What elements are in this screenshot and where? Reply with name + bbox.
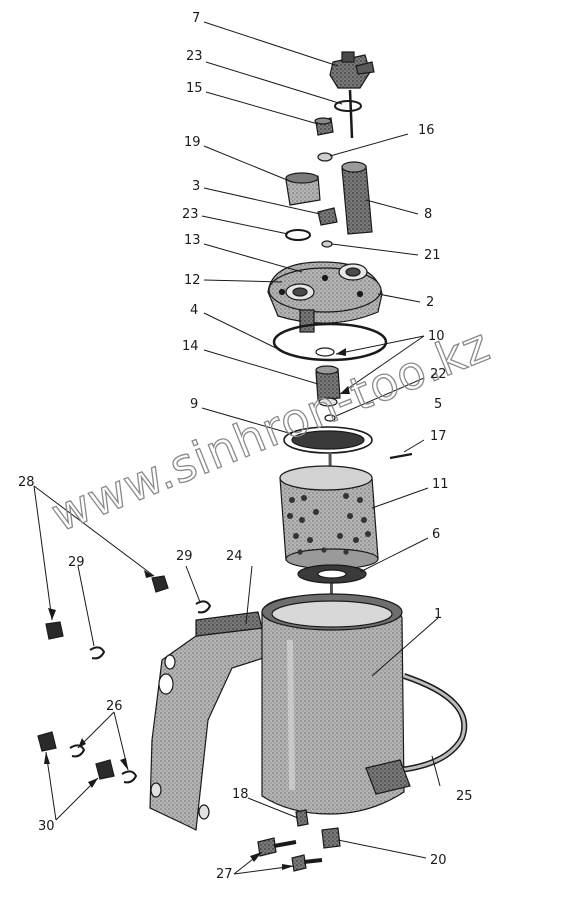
callout-29b: 29 — [68, 555, 85, 570]
callout-17: 17 — [430, 429, 447, 444]
callout-26: 26 — [106, 699, 123, 714]
callout-14: 14 — [182, 339, 199, 354]
callout-19: 19 — [184, 135, 201, 150]
part-plug-18 — [295, 809, 309, 827]
callout-1: 1 — [434, 607, 442, 622]
part-cover-2 — [267, 261, 383, 333]
part-washer-16 — [317, 152, 333, 162]
callout-20: 20 — [430, 853, 447, 868]
callout-22: 22 — [430, 367, 447, 382]
part-nut-30a — [37, 731, 57, 752]
part-cylinder-14 — [315, 365, 341, 407]
callout-4: 4 — [190, 303, 198, 318]
part-washer-26a — [69, 744, 86, 758]
part-tube-8 — [341, 161, 373, 235]
part-valve-head — [329, 51, 375, 89]
callout-18: 18 — [232, 787, 249, 802]
part-filter-element-11 — [279, 465, 379, 570]
part-spring-washer-29a — [195, 600, 212, 614]
part-washer-26b — [121, 770, 138, 784]
callout-24: 24 — [226, 549, 243, 564]
part-ring-22 — [324, 414, 336, 422]
part-nut-30b — [95, 759, 115, 780]
callout-27: 27 — [216, 867, 233, 882]
callout-6: 6 — [432, 527, 440, 542]
part-hose-25 — [365, 673, 468, 795]
callout-16: 16 — [418, 123, 435, 138]
part-nut-3 — [317, 207, 338, 226]
callout-9: 9 — [190, 397, 198, 412]
leader-lines — [33, 21, 441, 875]
part-plate-9 — [283, 426, 373, 454]
part-washer-10 — [315, 347, 335, 357]
callout-13: 13 — [184, 233, 201, 248]
callout-labels: 7 23 15 16 19 3 8 23 21 13 12 2 4 10 14 … — [18, 11, 473, 882]
callout-5: 5 — [434, 397, 442, 412]
callout-3: 3 — [192, 179, 200, 194]
part-sleeve-19 — [285, 172, 321, 206]
callout-25: 25 — [456, 789, 473, 804]
callout-2: 2 — [426, 295, 434, 310]
part-washer-21 — [321, 240, 333, 248]
callout-10: 10 — [428, 329, 445, 344]
callout-28: 28 — [18, 475, 35, 490]
callout-11: 11 — [432, 477, 449, 492]
part-o-ring-23 — [285, 229, 311, 241]
part-o-ring-top — [334, 89, 362, 139]
part-nut-28a — [151, 575, 169, 593]
part-nut-28b — [45, 621, 64, 640]
part-bushing-15 — [314, 117, 334, 136]
part-plug-20 — [321, 827, 341, 849]
callout-23b: 23 — [182, 207, 199, 222]
callout-30: 30 — [38, 819, 55, 834]
part-spring-washer-29b — [89, 646, 106, 660]
part-housing-1 — [261, 593, 405, 815]
callout-7: 7 — [192, 11, 200, 26]
callout-29a: 29 — [176, 549, 193, 564]
callout-15: 15 — [186, 81, 203, 96]
part-bracket-24 — [149, 611, 271, 831]
part-bolts-27 — [257, 837, 323, 872]
part-pin-17 — [389, 452, 413, 460]
callout-21: 21 — [424, 248, 441, 263]
part-gasket-6 — [297, 564, 367, 584]
parts — [37, 51, 468, 872]
part-gasket-4 — [272, 322, 388, 362]
callout-12: 12 — [184, 273, 201, 288]
callout-8: 8 — [424, 207, 432, 222]
callout-23: 23 — [186, 49, 203, 64]
